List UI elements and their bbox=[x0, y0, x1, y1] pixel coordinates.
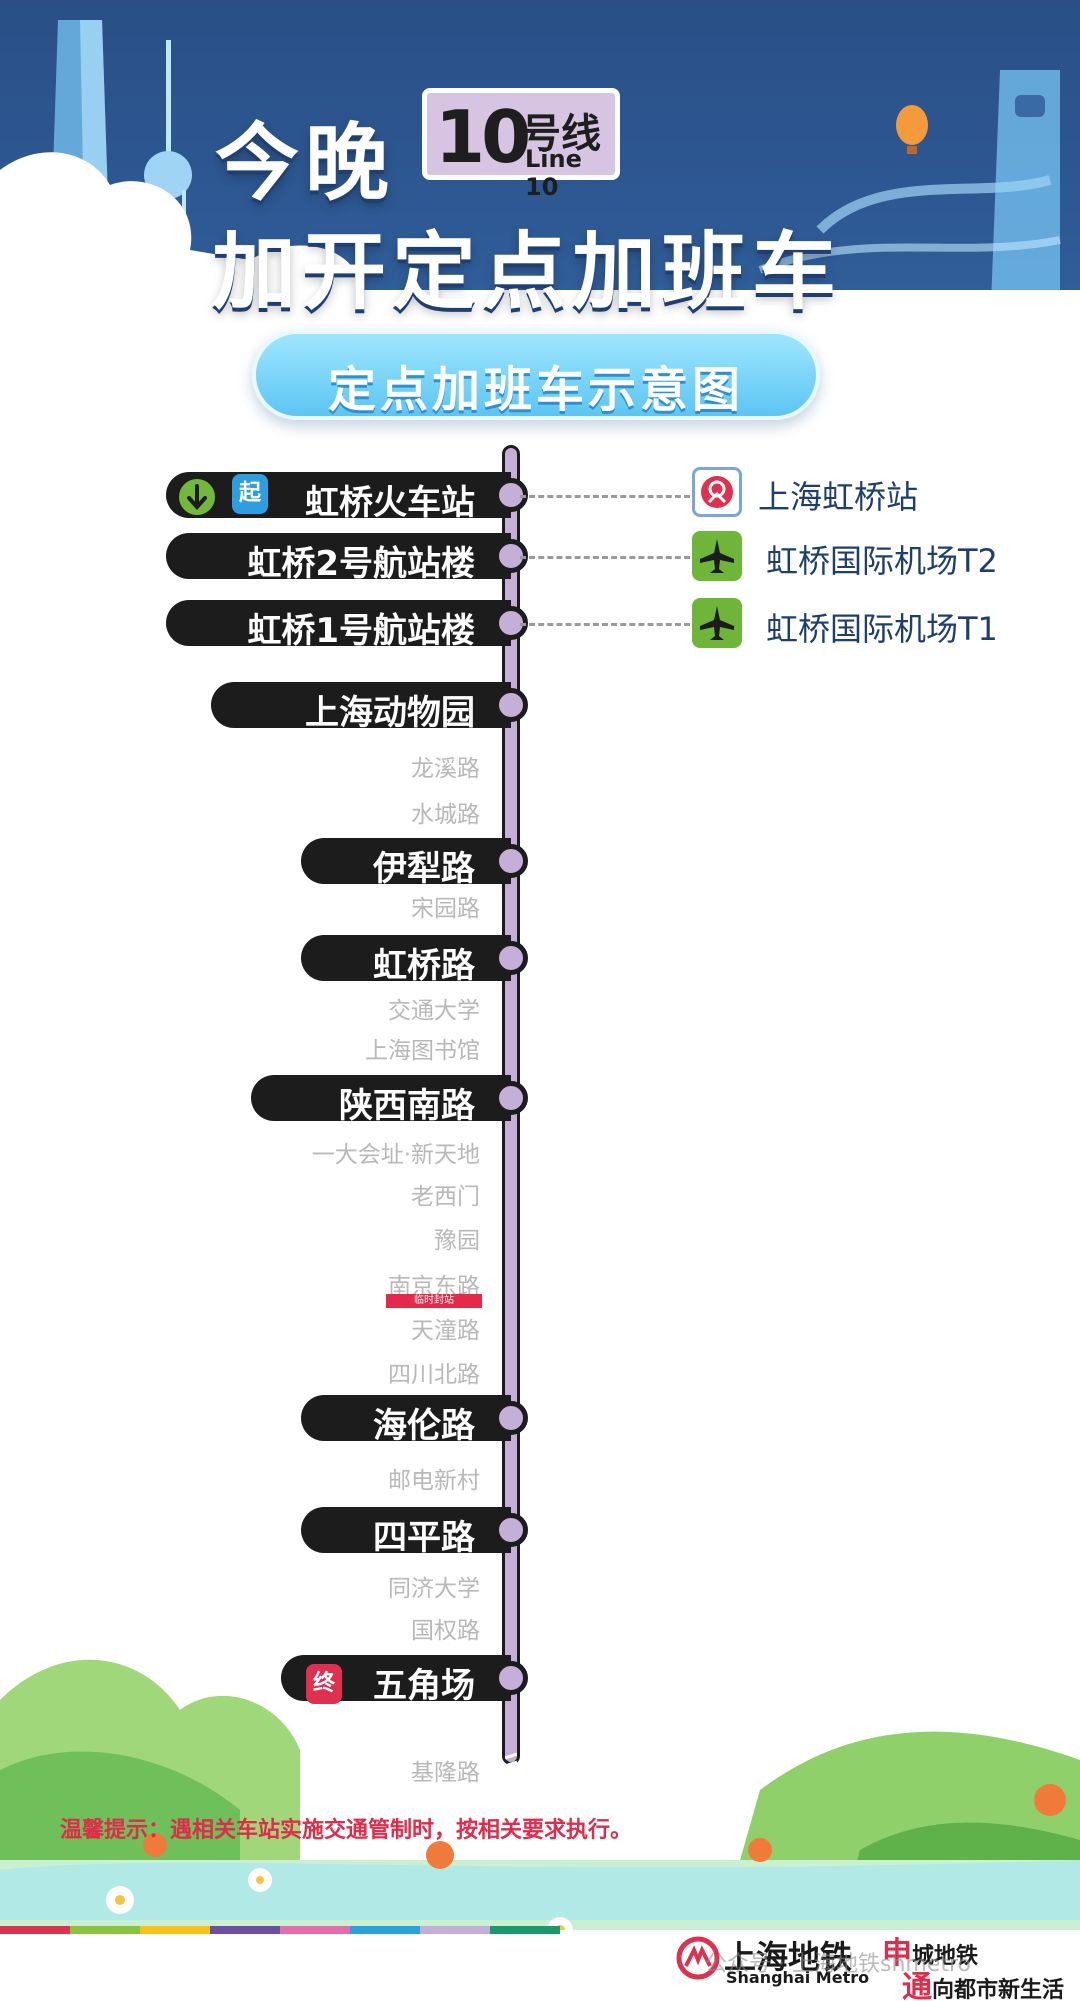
slogan-red-char2: 通 bbox=[902, 1970, 932, 2001]
station-name: 海伦路 bbox=[373, 1406, 475, 1446]
station-name: 虹桥2号航站楼 bbox=[247, 544, 475, 584]
slogan-line2: 通向都市新生活 bbox=[902, 1962, 1064, 2001]
subtitle-text: 定点加班车示意图 bbox=[327, 362, 744, 418]
notice-prefix: 温馨提示： bbox=[60, 1818, 171, 1843]
station-name: 虹桥1号航站楼 bbox=[247, 611, 475, 651]
slogan-text1: 城地铁 bbox=[912, 1944, 979, 1969]
slogan-red-char1: 申 bbox=[882, 1936, 912, 1971]
station-major: 伊犁路 bbox=[301, 838, 511, 889]
station-minor: 豫园 bbox=[434, 1228, 480, 1254]
airplane-icon bbox=[692, 598, 742, 648]
logo-text-cn: 上海地铁 bbox=[724, 1938, 853, 1976]
line-10-badge: 10 号线 Line 10 bbox=[422, 88, 620, 201]
closed-station-badge: 临时封站 bbox=[386, 1294, 482, 1308]
station-name: 上海动物园 bbox=[305, 693, 475, 733]
track-continue-icon bbox=[505, 1752, 517, 1768]
notice-text: 温馨提示：遇相关车站实施交通管制时，按相关要求执行。 bbox=[60, 1812, 632, 1844]
station-minor: 四川北路 bbox=[388, 1362, 480, 1388]
shanghai-metro-logo-icon bbox=[676, 1936, 720, 1980]
station-minor: 天潼路 bbox=[411, 1318, 480, 1344]
station-major: 虹桥火车站 bbox=[166, 472, 511, 523]
station-node bbox=[494, 844, 528, 878]
railway-station-icon bbox=[692, 467, 742, 517]
slogan-line1: 申城地铁 bbox=[882, 1928, 978, 1972]
title-tonight: 今晚 bbox=[215, 114, 396, 212]
station-major: 四平路 bbox=[301, 1507, 511, 1558]
color-stripe bbox=[0, 1926, 560, 1934]
line-label-en: Line 10 bbox=[525, 145, 582, 201]
station-node bbox=[494, 1661, 528, 1695]
station-major: 虹桥1号航站楼 bbox=[166, 600, 511, 651]
down-arrow-icon bbox=[176, 476, 218, 518]
station-major: 虹桥路 bbox=[301, 935, 511, 986]
station-major: 虹桥2号航站楼 bbox=[166, 533, 511, 584]
connection-label-airport-t2: 虹桥国际机场T2 bbox=[766, 542, 998, 580]
title-extra-trains: 加开定点加班车 bbox=[212, 223, 843, 321]
station-node bbox=[494, 688, 528, 722]
station-minor: 邮电新村 bbox=[388, 1468, 480, 1494]
station-minor: 龙溪路 bbox=[411, 756, 480, 782]
line-number: 10 bbox=[435, 95, 531, 179]
connection-line bbox=[520, 495, 690, 498]
world-financial-center-icon bbox=[990, 70, 1060, 330]
slogan-text2: 向都市新生活 bbox=[932, 1978, 1065, 2001]
notice-body: 遇相关车站实施交通管制时，按相关要求执行。 bbox=[170, 1818, 633, 1843]
connection-label-hongqiao-station: 上海虹桥站 bbox=[758, 478, 919, 516]
subtitle-pill: 定点加班车示意图 bbox=[252, 330, 820, 420]
station-major: 陕西南路 bbox=[251, 1075, 511, 1126]
station-name: 四平路 bbox=[373, 1518, 475, 1558]
logo-text-en: Shanghai Metro bbox=[726, 1968, 870, 1987]
end-tag: 终 bbox=[306, 1664, 342, 1704]
station-node bbox=[494, 1401, 528, 1435]
airplane-icon bbox=[692, 531, 742, 581]
start-tag: 起 bbox=[232, 474, 268, 514]
station-name: 五角场 bbox=[373, 1666, 475, 1706]
station-minor: 一大会址·新天地 bbox=[311, 1142, 480, 1168]
station-name: 虹桥路 bbox=[373, 946, 475, 986]
station-node bbox=[494, 1513, 528, 1547]
station-node bbox=[494, 1081, 528, 1115]
line-label-cn: 号线 bbox=[521, 111, 601, 157]
station-name: 陕西南路 bbox=[339, 1086, 475, 1126]
footer-strip bbox=[0, 1930, 1080, 2001]
hot-air-balloon-icon bbox=[896, 105, 928, 154]
connection-line bbox=[520, 556, 690, 559]
station-minor: 水城路 bbox=[411, 802, 480, 828]
station-minor: 国权路 bbox=[411, 1618, 480, 1644]
station-name: 虹桥火车站 bbox=[305, 483, 475, 523]
connection-label-airport-t1: 虹桥国际机场T1 bbox=[766, 610, 998, 648]
station-minor: 交通大学 bbox=[388, 998, 480, 1024]
station-major: 海伦路 bbox=[301, 1395, 511, 1446]
station-minor: 宋园路 bbox=[411, 896, 480, 922]
watermark: 公众号 · 上海地铁shmetro bbox=[705, 1952, 971, 1977]
station-minor: 上海图书馆 bbox=[365, 1038, 480, 1064]
station-major: 上海动物园 bbox=[211, 682, 511, 733]
station-minor: 老西门 bbox=[411, 1184, 480, 1210]
station-name: 伊犁路 bbox=[373, 849, 475, 889]
station-node bbox=[494, 941, 528, 975]
connection-line bbox=[520, 623, 690, 626]
station-minor: 同济大学 bbox=[388, 1576, 480, 1602]
station-minor: 基隆路 bbox=[411, 1760, 480, 1786]
